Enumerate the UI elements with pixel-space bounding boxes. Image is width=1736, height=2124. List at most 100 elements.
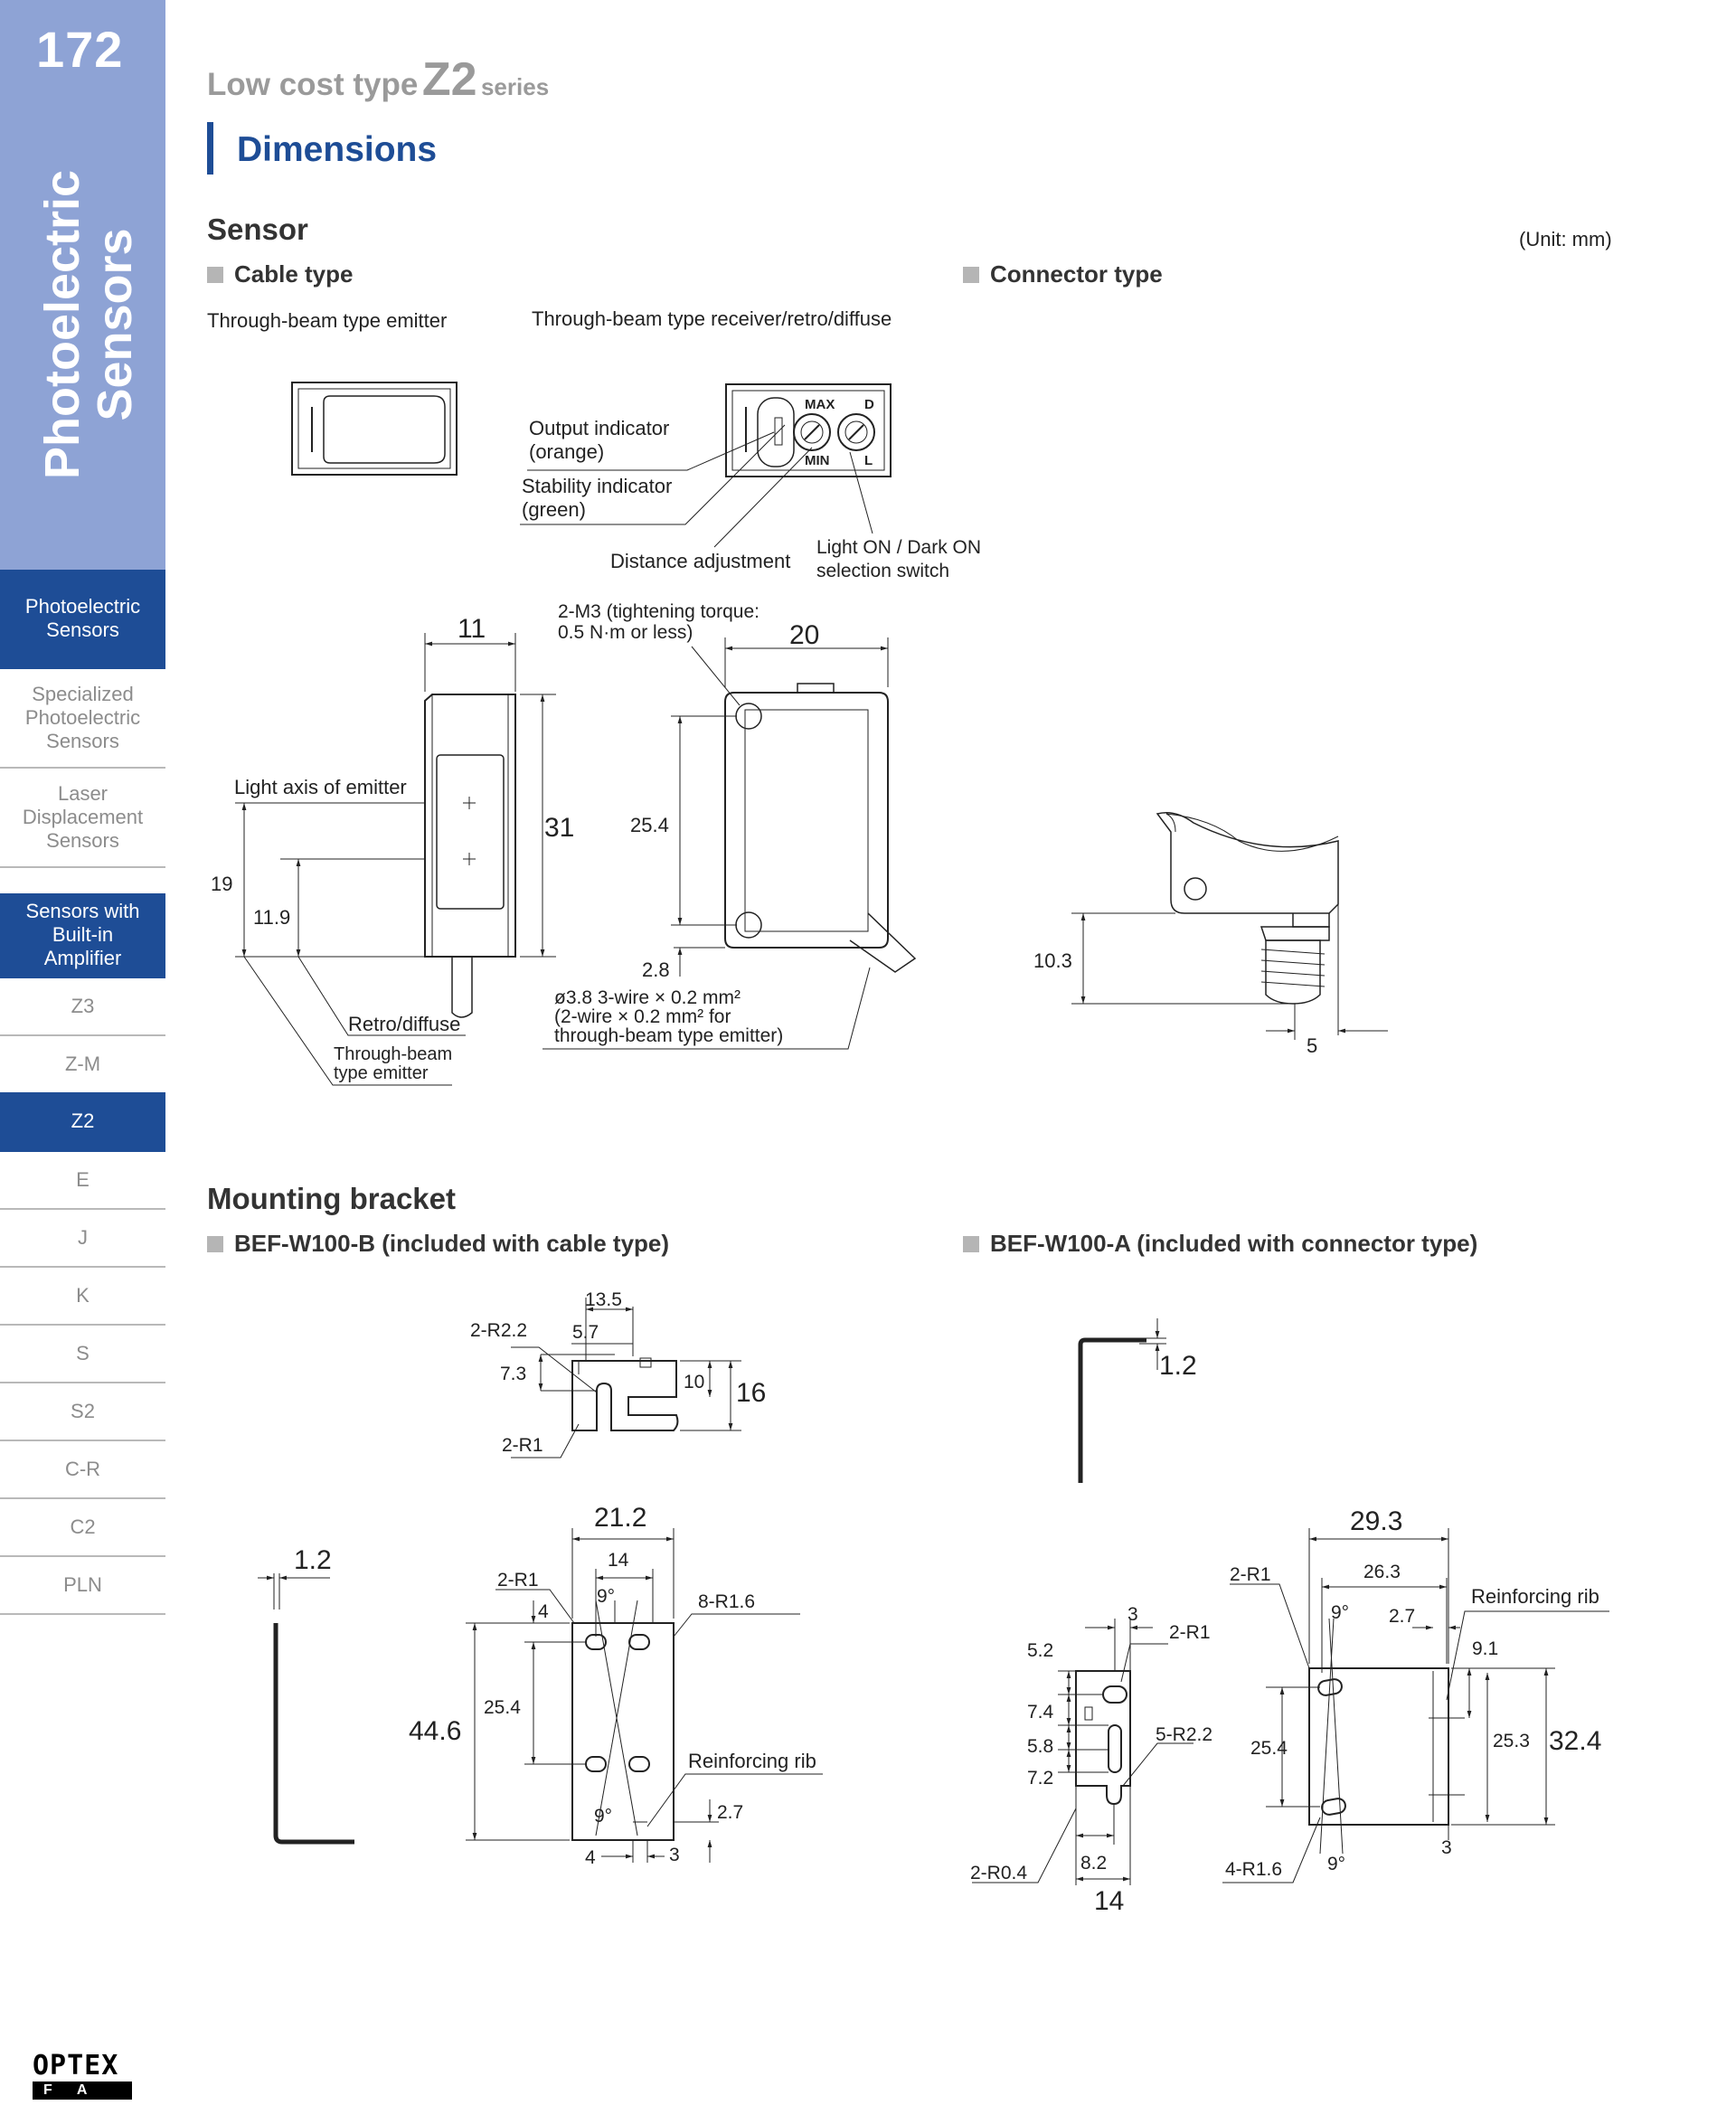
dim-a-29-3: 29.3 xyxy=(1350,1506,1402,1536)
nav-item-c2[interactable]: C2 xyxy=(0,1499,165,1557)
dim-a-r1-6: 4-R1.6 xyxy=(1225,1859,1282,1880)
dim-a-9-1: 9.1 xyxy=(1472,1638,1498,1659)
cable-spec-2: (2-wire × 0.2 mm² for xyxy=(554,1006,731,1027)
bracket-a-side-view xyxy=(972,1619,1194,1885)
connector-side-view xyxy=(1071,812,1388,1040)
nav-item-e[interactable]: E xyxy=(0,1152,165,1210)
sensor-heading: Sensor xyxy=(207,212,308,246)
nav-item-s[interactable]: S xyxy=(0,1326,165,1383)
sidebar-header: 172 Photoelectric Sensors xyxy=(0,0,165,570)
square-bullet-icon xyxy=(207,267,223,283)
bracket-a-top-view xyxy=(1078,1318,1166,1483)
output-indicator-color: (orange) xyxy=(529,440,604,463)
sidebar: 172 Photoelectric Sensors Photoelectric … xyxy=(0,0,165,2124)
dim-b-9deg: 9° xyxy=(597,1586,615,1607)
dim-a-9deg-bottom: 9° xyxy=(1327,1854,1345,1874)
tb-emitter-label-2: type emitter xyxy=(334,1063,429,1083)
dim-a-r2-2: 5-R2.2 xyxy=(1156,1724,1212,1745)
connector-type-label: Connector type xyxy=(990,260,1163,288)
dim-11-9: 11.9 xyxy=(253,906,290,929)
dim-a-25-4: 25.4 xyxy=(1250,1738,1288,1759)
dim-a-9deg: 9° xyxy=(1331,1602,1349,1623)
distance-adjustment-label: Distance adjustment xyxy=(610,550,790,572)
torque-label: 0.5 N·m or less) xyxy=(558,622,693,643)
m3-label: 2-M3 (tightening torque: xyxy=(558,601,760,622)
dim-b-r1: 2-R1 xyxy=(502,1435,543,1456)
emitter-top-view xyxy=(291,382,458,476)
nav-item-photoelectric-sensors[interactable]: Photoelectric Sensors xyxy=(0,570,165,669)
bracket-heading: Mounting bracket xyxy=(207,1182,457,1215)
dim-a-r1-side: 2-R1 xyxy=(1169,1622,1211,1643)
dim-10-3: 10.3 xyxy=(1033,949,1072,972)
dial-min-label: MIN xyxy=(805,453,830,468)
bracket-b-side-view xyxy=(258,1573,354,1845)
receiver-top-view: MAX MIN D L xyxy=(520,383,892,548)
retro-diffuse-label: Retro/diffuse xyxy=(348,1013,460,1035)
logo-line1: OPTEX xyxy=(33,2050,119,2082)
nav-item-z2[interactable]: Z2 xyxy=(0,1092,165,1152)
unit-label: (Unit: mm) xyxy=(1519,228,1612,250)
dim-a-14: 14 xyxy=(1094,1886,1124,1916)
nav-item-z3[interactable]: Z3 xyxy=(0,978,165,1036)
dim-a-25-3: 25.3 xyxy=(1493,1731,1530,1751)
dim-a-r0-4: 2-R0.4 xyxy=(970,1863,1027,1883)
nav-item-k[interactable]: K xyxy=(0,1268,165,1326)
sensor-side-view xyxy=(235,633,556,1086)
dial-l-label: L xyxy=(864,453,873,468)
dim-a-2-7: 2.7 xyxy=(1389,1606,1415,1627)
dim-b-rib: Reinforcing rib xyxy=(688,1750,816,1772)
page-number: 172 xyxy=(36,21,124,78)
nav-item-j[interactable]: J xyxy=(0,1210,165,1268)
dim-b-r1-6: 8-R1.6 xyxy=(698,1591,755,1612)
dim-19: 19 xyxy=(211,873,232,895)
dim-a-3: 3 xyxy=(1127,1604,1138,1625)
dim-a-3-bottom: 3 xyxy=(1441,1837,1452,1858)
receiver-label: Through-beam type receiver/retro/diffuse xyxy=(532,307,892,330)
stability-indicator-color: (green) xyxy=(522,498,586,521)
dim-a-32-4: 32.4 xyxy=(1549,1726,1601,1756)
dial-max-label: MAX xyxy=(805,397,835,412)
header-prefix: Low cost type xyxy=(207,67,419,102)
dim-b-10: 10 xyxy=(684,1372,704,1392)
nav-item-pln[interactable]: PLN xyxy=(0,1557,165,1615)
dim-31: 31 xyxy=(544,813,574,843)
nav-item-built-in-amplifier[interactable]: Sensors with Built-in Amplifier xyxy=(0,893,165,978)
logo-line2: FA xyxy=(33,2082,132,2100)
dim-b-r1-front: 2-R1 xyxy=(497,1570,539,1591)
dim-b-4: 4 xyxy=(538,1601,549,1622)
dim-b-3: 3 xyxy=(669,1845,680,1865)
dim-11: 11 xyxy=(458,614,486,644)
dim-a-5-2: 5.2 xyxy=(1027,1640,1053,1661)
series-header: Low cost type Z2 series xyxy=(207,52,549,107)
dim-b-13-5: 13.5 xyxy=(585,1289,622,1310)
dim-b-r2-2: 2-R2.2 xyxy=(470,1320,527,1341)
nav-item-laser-displacement[interactable]: Laser Displacement Sensors xyxy=(0,769,165,868)
dim-5: 5 xyxy=(1307,1034,1317,1057)
nav-item-c-r[interactable]: C-R xyxy=(0,1441,165,1499)
tb-emitter-label-1: Through-beam xyxy=(334,1044,452,1064)
bracket-a-front-view xyxy=(1222,1528,1609,1883)
cable-spec-1: ø3.8 3-wire × 0.2 mm² xyxy=(554,987,741,1008)
dim-b-44-6: 44.6 xyxy=(409,1716,461,1746)
dim-b-16: 16 xyxy=(736,1378,766,1408)
section-title: Dimensions xyxy=(237,130,438,169)
nav-item-s2[interactable]: S2 xyxy=(0,1383,165,1441)
dim-b-25-4: 25.4 xyxy=(484,1697,521,1718)
dim-b-7-3: 7.3 xyxy=(500,1364,526,1384)
dim-b-9deg-bottom: 9° xyxy=(594,1806,612,1827)
dim-a-7-4: 7.4 xyxy=(1027,1702,1054,1723)
sensor-front-view xyxy=(542,637,917,1050)
dim-b-2-7: 2.7 xyxy=(717,1802,743,1823)
dim-a-7-2: 7.2 xyxy=(1027,1768,1053,1789)
dim-20: 20 xyxy=(789,620,819,650)
bracket-b-front-view xyxy=(466,1528,823,1863)
nav-item-specialized-photoelectric[interactable]: Specialized Photoelectric Sensors xyxy=(0,669,165,769)
dim-b-1-2: 1.2 xyxy=(294,1545,332,1575)
cable-spec-3: through-beam type emitter) xyxy=(554,1025,783,1046)
dial-d-label: D xyxy=(864,397,874,412)
cable-type-label: Cable type xyxy=(234,260,354,288)
dim-25-4: 25.4 xyxy=(630,814,669,836)
light-axis-label: Light axis of emitter xyxy=(234,776,407,798)
dim-a-5-8: 5.8 xyxy=(1027,1736,1053,1757)
